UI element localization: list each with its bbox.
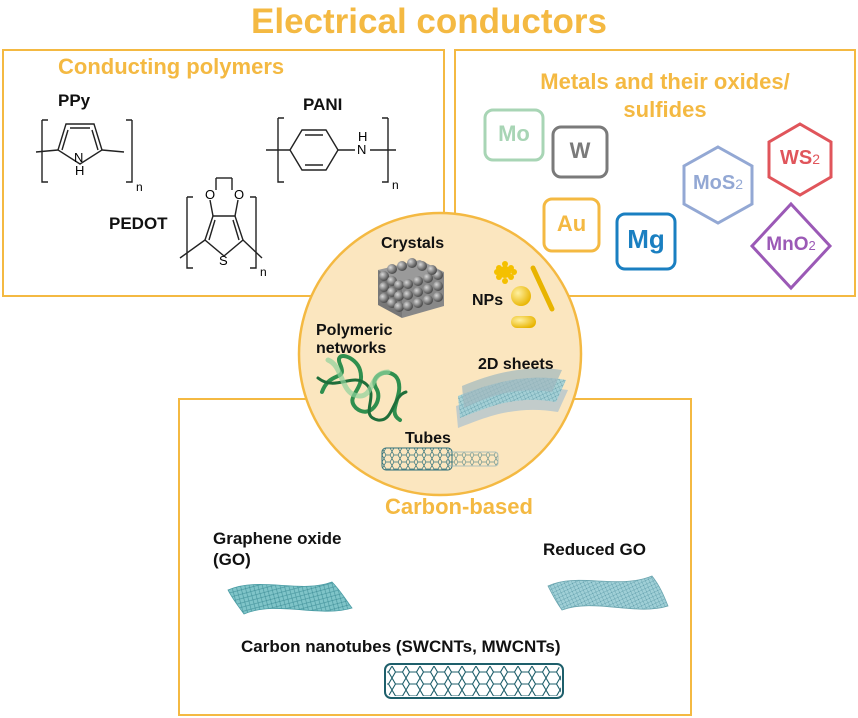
pedot-structure <box>179 177 263 269</box>
pani-h-atom: H <box>358 129 368 144</box>
reduced-go-label: Reduced GO <box>543 540 646 559</box>
metals-heading: Metals and their oxides/ sulfides <box>520 68 810 124</box>
mos2-label: MoS2 <box>684 172 752 195</box>
w-label: W <box>569 138 591 163</box>
pani-structure <box>266 117 396 183</box>
reduced-go-sheet <box>547 575 669 611</box>
graphene-oxide-sheet <box>227 581 353 615</box>
pedot-s-atom: S <box>219 253 228 268</box>
mg-tile <box>615 212 677 271</box>
pedot-o-atom-left: O <box>205 187 216 202</box>
mos2-hexagon <box>682 145 754 225</box>
crystals-label: Crystals <box>381 235 445 252</box>
polymeric-line2: networks <box>316 340 387 357</box>
tubes-illustration <box>381 447 499 471</box>
carbon-nanotube-illustration <box>384 663 564 699</box>
ws2-subscript: 2 <box>812 151 820 167</box>
polymeric-network-illustration <box>316 354 408 422</box>
pedot-o-atom-right: O <box>234 187 245 202</box>
carbon-based-heading: Carbon-based <box>385 494 533 519</box>
nanoparticles-illustration <box>494 261 555 328</box>
mno2-label: MnO2 <box>752 234 830 256</box>
ppy-structure <box>35 119 133 183</box>
pani-label: PANI <box>303 95 343 114</box>
metals-heading-line1: Metals and their oxides/ <box>540 69 790 94</box>
mos2-subscript: 2 <box>735 176 743 192</box>
tubes-label: Tubes <box>405 430 451 447</box>
page-title: Electrical conductors <box>251 2 607 41</box>
pedot-subscript-n: n <box>260 265 267 279</box>
polymeric-line1: Polymeric <box>316 322 393 339</box>
ws2-hexagon <box>767 122 833 197</box>
carbon-nanotubes-label: Carbon nanotubes (SWCNTs, MWCNTs) <box>241 637 561 656</box>
nanostructure-circle <box>297 211 583 497</box>
go-line2: (GO) <box>213 550 251 569</box>
crystal-illustration <box>378 258 444 318</box>
go-line1: Graphene oxide <box>213 529 342 548</box>
ppy-n-atom: N <box>74 150 84 165</box>
2d-sheets-illustration <box>456 368 568 428</box>
mos2-base: MoS <box>692 172 736 194</box>
ppy-h-atom: H <box>75 163 85 178</box>
ppy-subscript-n: n <box>136 180 143 194</box>
mo-label: Mo <box>498 121 530 146</box>
polymeric-networks-label: Polymeric networks <box>316 322 392 358</box>
conducting-polymers-heading: Conducting polymers <box>58 54 285 79</box>
mg-label: Mg <box>627 224 665 254</box>
mno2-base: MnO <box>766 234 809 255</box>
pani-subscript-n: n <box>392 178 399 192</box>
2d-sheets-label: 2D sheets <box>478 356 554 373</box>
au-tile <box>542 197 601 253</box>
ws2-base: WS <box>779 147 813 169</box>
au-label: Au <box>556 211 587 236</box>
pani-n-atom: N <box>357 142 367 157</box>
mno2-diamond <box>749 201 833 291</box>
mno2-subscript: 2 <box>808 238 816 253</box>
ppy-label: PPy <box>58 91 91 110</box>
graphene-oxide-label: Graphene oxide (GO) <box>213 528 341 570</box>
w-tile <box>551 125 609 179</box>
pedot-label: PEDOT <box>109 214 168 233</box>
metals-heading-line2: sulfides <box>623 97 707 122</box>
nps-label: NPs <box>472 292 504 309</box>
mo-tile <box>483 108 545 162</box>
ws2-label: WS2 <box>769 147 831 170</box>
